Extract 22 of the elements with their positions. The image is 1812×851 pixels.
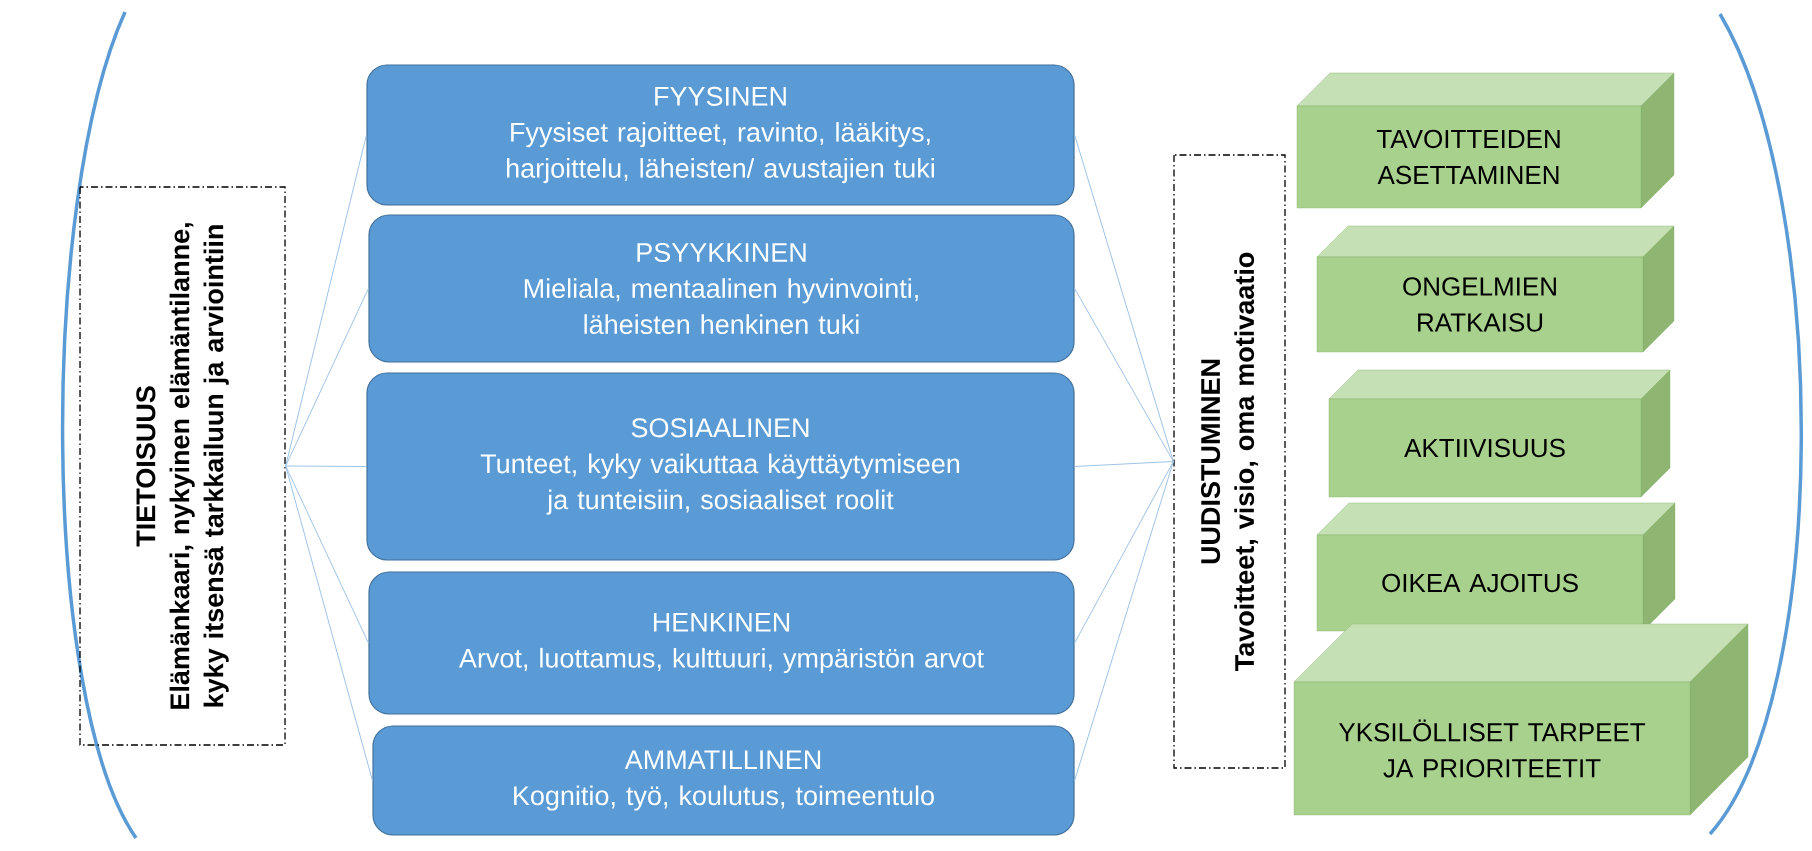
connector-line	[285, 288, 369, 467]
connector-line	[1074, 134, 1174, 462]
text-box: TIETOISUUS Elämänkaari, nykyinen elämäntilanne, kyky itsensä tarkkailuun ja arviointiin	[79, 186, 286, 746]
connector-line	[1074, 461, 1174, 467]
block: AKTIIVISUUS	[1328, 369, 1671, 498]
block: YKSILÖLLISET TARPEET JA PRIORITEETIT	[1293, 623, 1749, 816]
connector-line	[1074, 461, 1174, 644]
category-box: HENKINEN Arvot, luottamus, kulttuuri, ympäristön arvot	[368, 571, 1075, 715]
category-box: SOSIAALINEN Tunteet, kyky vaikuttaa käyttäytymiseen ja tunteisiin, sosiaaliset roolit	[366, 372, 1075, 561]
connector-line	[285, 134, 367, 467]
connector-line	[285, 465, 367, 467]
connector-line	[285, 465, 373, 781]
category-box: FYYSINEN Fyysiset rajoitteet, ravinto, lääkitys, harjoittelu, läheisten/ avustajien tuki	[366, 64, 1075, 206]
connector-line	[285, 465, 369, 644]
text-box: UUDISTUMINEN Tavoitteet, visio, oma motivaatio	[1173, 154, 1286, 769]
connector-line	[1074, 288, 1174, 462]
connector-line	[1074, 461, 1174, 781]
category-box: AMMATILLINEN Kognitio, työ, koulutus, toimeentulo	[372, 725, 1075, 836]
category-box: PSYYKKINEN Mieliala, mentaalinen hyvinvointi, läheisten henkinen tuki	[368, 214, 1075, 363]
block: TAVOITTEIDEN ASETTAMINEN	[1296, 72, 1675, 209]
block: ONGELMIEN RATKAISU	[1316, 225, 1675, 353]
block: OIKEA AJOITUS	[1316, 502, 1676, 632]
